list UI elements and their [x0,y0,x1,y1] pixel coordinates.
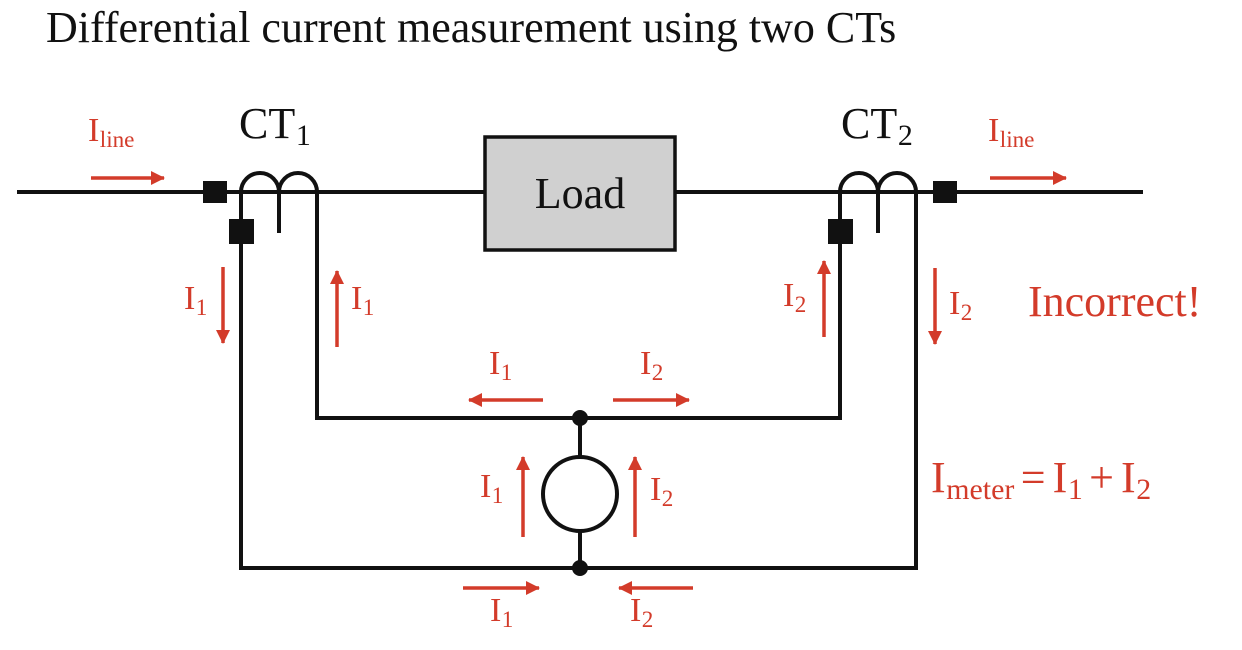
incorrect-annotation: Incorrect! [1028,277,1202,326]
i1-label-ct1-outer: I1 [184,280,208,321]
i2-label-ct2-inner: I2 [783,277,807,318]
i1-label-ct1-inner: I1 [351,280,375,321]
junction-dot-top [572,410,588,426]
ct1-secondary-terminal [229,219,254,244]
meter-equation: Imeter=I1+I2 [931,453,1152,507]
ct1-label: CT1 [239,99,311,153]
i1-label-topwire: I1 [489,345,513,386]
meter-circle [541,455,619,533]
i2-label-bottomwire: I2 [630,592,654,633]
ct2-winding [838,171,918,193]
line-terminal-left [203,181,227,203]
ct2-label: CT2 [841,99,913,153]
i1-label-meter: I1 [480,468,504,509]
load-label: Load [534,169,626,218]
iline-label-right: Iline [988,112,1035,153]
i2-label-ct2-outer: I2 [949,285,973,326]
diagram-title: Differential current measurement using t… [46,3,897,52]
i1-label-bottomwire: I1 [490,592,514,633]
line-terminal-right [933,181,957,203]
ct1-winding [239,171,319,193]
iline-label-left: Iline [88,112,135,153]
i2-label-meter: I2 [650,471,674,512]
junction-dot-bottom [572,560,588,576]
ct2-secondary-terminal [828,219,853,244]
load-box [483,135,677,252]
i2-label-topwire: I2 [640,345,664,386]
